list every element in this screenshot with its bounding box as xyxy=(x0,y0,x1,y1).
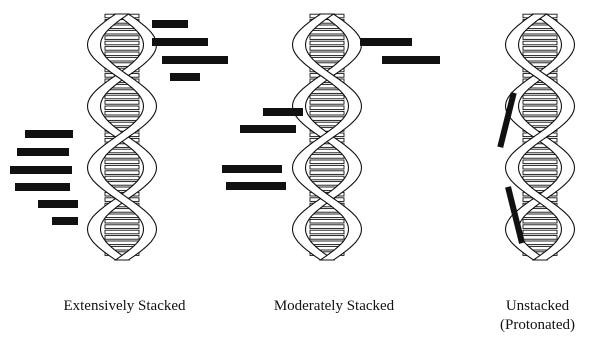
base-pair-rung xyxy=(309,56,345,62)
base-pair-rung xyxy=(309,175,345,181)
base-pair-rung xyxy=(309,35,345,40)
base-pair-rung xyxy=(309,46,345,51)
base-pair-rung xyxy=(522,89,558,94)
base-pair-rung xyxy=(309,218,345,224)
base-pair-rung xyxy=(104,46,140,51)
base-pair-rung xyxy=(309,164,345,170)
backbone-strand xyxy=(86,13,158,261)
base-pair-rung xyxy=(309,89,345,94)
base-pair-rung xyxy=(522,46,558,51)
base-pair-rung xyxy=(104,100,140,105)
caption-unstacked: Unstacked (Protonated) xyxy=(480,297,595,335)
backbone-strand xyxy=(291,13,363,261)
base-pair-rung xyxy=(104,56,140,62)
ligand-bar xyxy=(360,38,412,46)
base-pair-rung xyxy=(104,110,140,116)
base-pair-rung xyxy=(104,224,140,229)
base-pair-rung xyxy=(522,51,558,57)
base-pair-rung xyxy=(522,235,558,240)
base-pair-rung xyxy=(522,170,558,175)
base-pair-rung xyxy=(104,40,140,46)
base-pair-rung xyxy=(522,213,558,219)
caption-moderately-stacked: Moderately Stacked xyxy=(273,298,395,314)
base-pair-rung xyxy=(309,235,345,240)
ligand-bar xyxy=(222,165,282,173)
ligand-bar xyxy=(25,130,73,138)
ligand-bar xyxy=(38,200,78,208)
base-pair-rung xyxy=(104,240,140,246)
ligand-bar xyxy=(15,183,70,191)
caption-extensively-stacked: Extensively Stacked xyxy=(63,298,186,314)
dna-helix-moderately-stacked xyxy=(222,13,440,261)
base-pair-rung xyxy=(309,94,345,100)
base-pair-rung xyxy=(522,224,558,229)
base-pair-rung xyxy=(104,35,140,40)
base-pair-rung xyxy=(104,235,140,240)
caption-unstacked-line-1: Unstacked xyxy=(505,298,570,314)
ligand-bar xyxy=(497,92,517,148)
base-pair-rung xyxy=(309,40,345,46)
ligand-bar xyxy=(152,38,208,46)
ligand-bar xyxy=(263,108,303,116)
base-pair-rung xyxy=(522,218,558,224)
base-pair-rung xyxy=(104,218,140,224)
base-pair-rung xyxy=(309,105,345,111)
base-pair-rung xyxy=(104,29,140,35)
base-pair-rung xyxy=(522,110,558,116)
base-pair-rung xyxy=(104,213,140,219)
backbone-strand xyxy=(504,13,576,261)
base-pair-rung xyxy=(522,29,558,35)
base-pair-rung xyxy=(104,94,140,100)
base-pair-rung xyxy=(309,159,345,165)
ligand-bar xyxy=(170,73,200,81)
ligand-bar xyxy=(10,166,72,174)
base-pair-rung xyxy=(522,56,558,62)
base-pair-rung xyxy=(309,154,345,159)
ligand-bar xyxy=(52,217,78,225)
base-pair-rung xyxy=(104,175,140,181)
base-pair-rung xyxy=(522,116,558,121)
base-pair-rung xyxy=(309,29,345,35)
base-pair-rung xyxy=(104,170,140,175)
base-pair-rung xyxy=(522,35,558,40)
ligand-bar xyxy=(17,148,69,156)
dna-helix-unstacked xyxy=(497,13,576,261)
base-pair-rung xyxy=(309,229,345,235)
caption-unstacked-line-2: (Protonated) xyxy=(500,317,575,333)
base-pair-rung xyxy=(522,100,558,105)
base-pair-rung xyxy=(104,164,140,170)
base-pair-rung xyxy=(522,94,558,100)
base-pair-rung xyxy=(309,170,345,175)
base-pair-rung xyxy=(309,240,345,246)
ligand-bar xyxy=(240,125,296,133)
dna-helix-extensively-stacked xyxy=(10,13,228,261)
base-pair-rung xyxy=(522,229,558,235)
ligand-bar xyxy=(505,186,525,244)
base-pair-rung xyxy=(104,89,140,94)
base-pair-rung xyxy=(522,164,558,170)
base-pair-rung xyxy=(309,100,345,105)
base-pair-rung xyxy=(104,229,140,235)
base-pair-rung xyxy=(522,175,558,181)
base-pair-rung xyxy=(104,154,140,159)
base-pair-rung xyxy=(309,110,345,116)
base-pair-rung xyxy=(104,116,140,121)
base-pair-rung xyxy=(522,105,558,111)
base-pair-rung xyxy=(309,224,345,229)
ligand-bar xyxy=(226,182,286,190)
base-pair-rung xyxy=(104,105,140,111)
ligand-bar xyxy=(152,20,188,28)
base-pair-rung xyxy=(104,159,140,165)
base-pair-rung xyxy=(104,51,140,57)
base-pair-rung xyxy=(309,51,345,57)
ligand-bar xyxy=(382,56,440,64)
base-pair-rung xyxy=(309,116,345,121)
ligand-bar xyxy=(162,56,228,64)
base-pair-rung xyxy=(522,40,558,46)
base-pair-rung xyxy=(522,240,558,246)
base-pair-rung xyxy=(522,154,558,159)
base-pair-rung xyxy=(522,159,558,165)
base-pair-rung xyxy=(309,213,345,219)
